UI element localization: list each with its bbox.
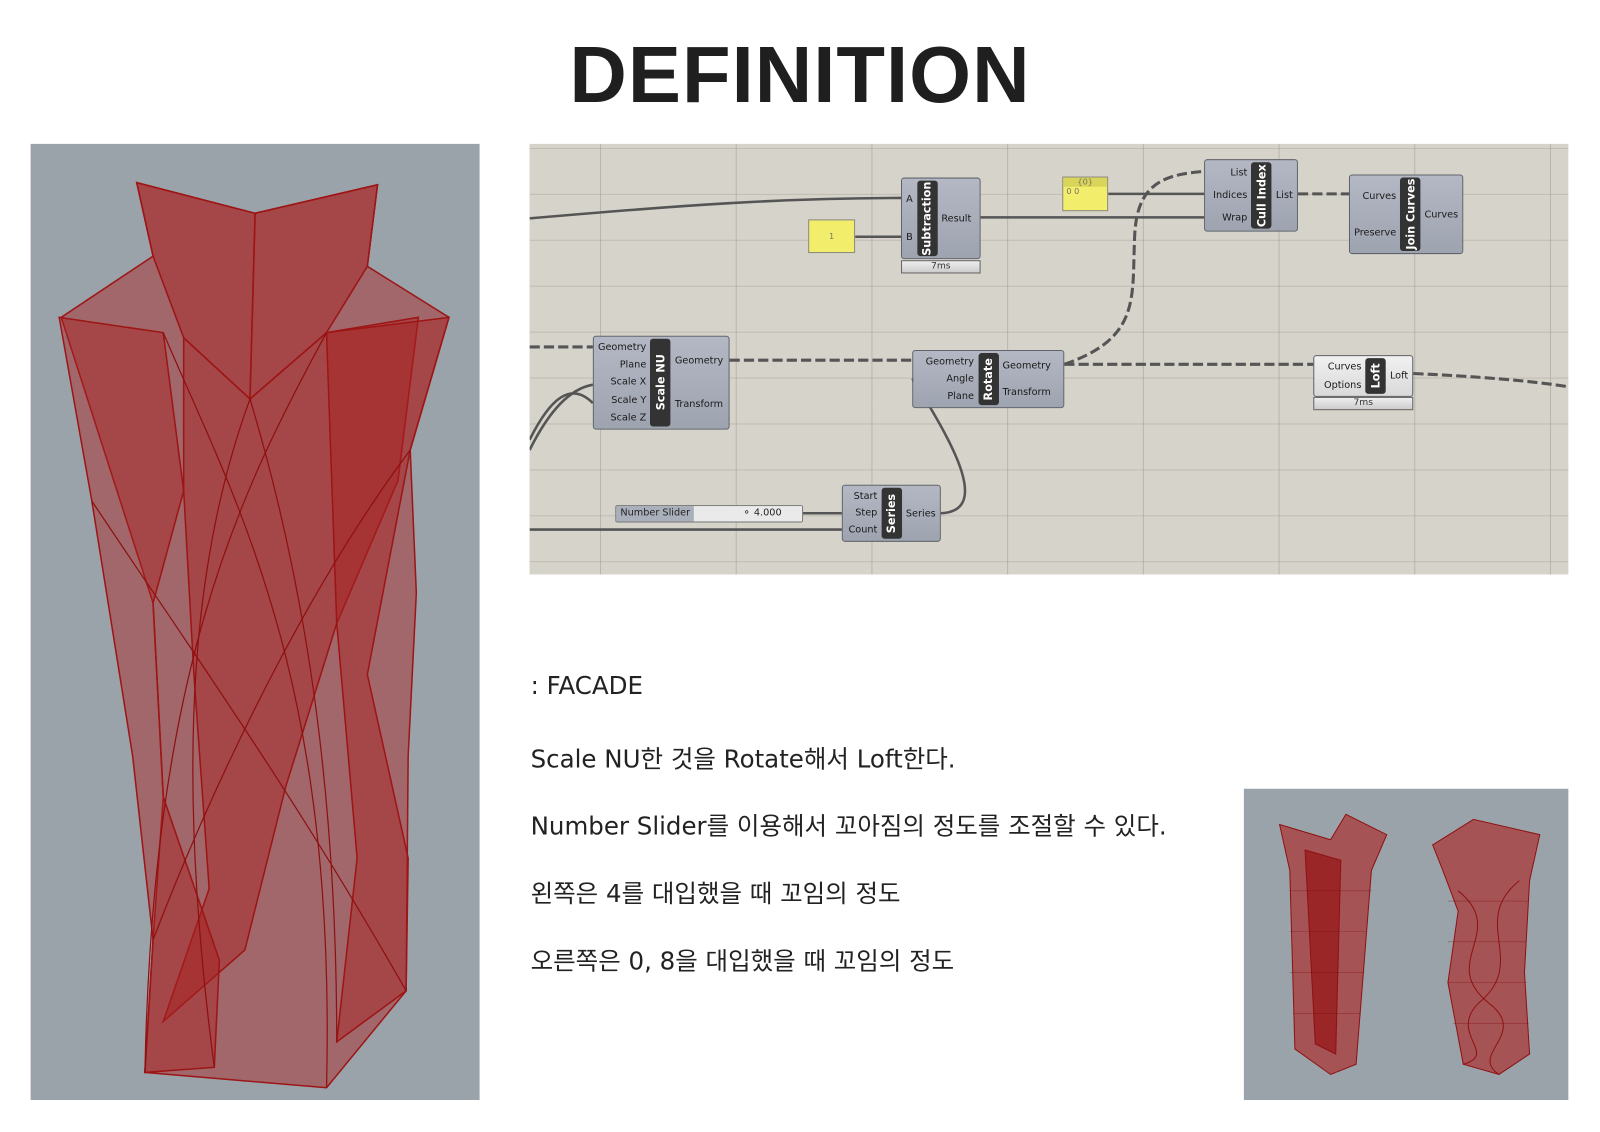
- page-title: DEFINITION: [569, 29, 1031, 120]
- description-line: Number Slider를 이용해서 꼬아짐의 정도를 조절할 수 있다.: [530, 812, 1167, 841]
- output-list[interactable]: List: [1275, 189, 1293, 202]
- input-curves[interactable]: Curves: [1327, 361, 1362, 373]
- node-title: Cull Index: [1254, 163, 1269, 227]
- input-a[interactable]: A: [906, 193, 913, 206]
- wires: [529, 169, 1569, 531]
- input-plane[interactable]: Plane: [619, 359, 647, 371]
- subtraction-timer: 7ms: [901, 260, 981, 274]
- input-geometry[interactable]: Geometry: [597, 341, 647, 354]
- slider-knob-icon[interactable]: ⚬: [742, 507, 754, 519]
- description-line: 오른쪽은 0, 8을 대입했을 때 꼬임의 정도: [530, 946, 955, 976]
- input-b[interactable]: B: [906, 231, 913, 243]
- slider-value[interactable]: ⚬ 4.000: [694, 506, 803, 522]
- input-start[interactable]: Start: [853, 490, 878, 502]
- input-scale-z[interactable]: Scale Z: [610, 412, 647, 424]
- input-step[interactable]: Step: [855, 507, 878, 519]
- number-slider[interactable]: Number Slider ⚬ 4.000: [615, 505, 804, 523]
- description-line: Scale NU한 것을 Rotate해서 Loft한다.: [530, 744, 956, 774]
- subtraction-node[interactable]: A B Subtraction Result: [901, 177, 981, 260]
- input-scale-x[interactable]: Scale X: [610, 377, 647, 389]
- input-plane[interactable]: Plane: [947, 390, 974, 403]
- input-angle[interactable]: Angle: [946, 373, 974, 385]
- input-preserve[interactable]: Preserve: [1354, 227, 1397, 239]
- node-title: Join Curves: [1403, 178, 1417, 250]
- input-indices[interactable]: Indices: [1213, 189, 1248, 202]
- panel-row: 0 0: [1066, 186, 1080, 196]
- slider-label: Number Slider: [616, 506, 695, 522]
- grasshopper-canvas[interactable]: A B Subtraction Result 7ms 1 {0} 0 0 List…: [529, 143, 1569, 575]
- output-series[interactable]: Series: [905, 507, 936, 519]
- input-options[interactable]: Options: [1323, 379, 1362, 391]
- section-label: : FACADE: [530, 671, 643, 700]
- output-transform[interactable]: Transform: [1002, 386, 1051, 398]
- input-wrap[interactable]: Wrap: [1222, 211, 1248, 224]
- input-curves[interactable]: Curves: [1362, 190, 1397, 202]
- node-title: Rotate: [981, 357, 995, 401]
- node-title: Scale NU: [653, 354, 668, 411]
- output-curves[interactable]: Curves: [1424, 208, 1459, 220]
- input-scale-y[interactable]: Scale Y: [611, 394, 647, 406]
- node-title: Loft: [1369, 363, 1383, 389]
- output-geometry[interactable]: Geometry: [674, 355, 724, 367]
- output-geometry[interactable]: Geometry: [1002, 360, 1051, 372]
- input-list[interactable]: List: [1230, 167, 1248, 179]
- twist-comparison-render: [1243, 788, 1569, 1100]
- input-count[interactable]: Count: [848, 524, 878, 536]
- output-transform[interactable]: Transform: [674, 398, 724, 411]
- loft-timer: 7ms: [1313, 396, 1414, 411]
- output-loft[interactable]: Loft: [1389, 370, 1409, 382]
- panel-header: {0}: [1063, 177, 1108, 187]
- panel-one[interactable]: 1: [808, 219, 856, 254]
- node-title: Subtraction: [920, 181, 934, 256]
- input-geometry[interactable]: Geometry: [925, 356, 974, 368]
- node-title: Series: [884, 493, 899, 533]
- description-line: 왼쪽은 4를 대입했을 때 꼬임의 정도: [530, 879, 901, 909]
- output-result[interactable]: Result: [941, 212, 972, 224]
- twisted-facade-render-4: [30, 143, 480, 1100]
- panel-zero[interactable]: {0} 0 0: [1062, 176, 1109, 212]
